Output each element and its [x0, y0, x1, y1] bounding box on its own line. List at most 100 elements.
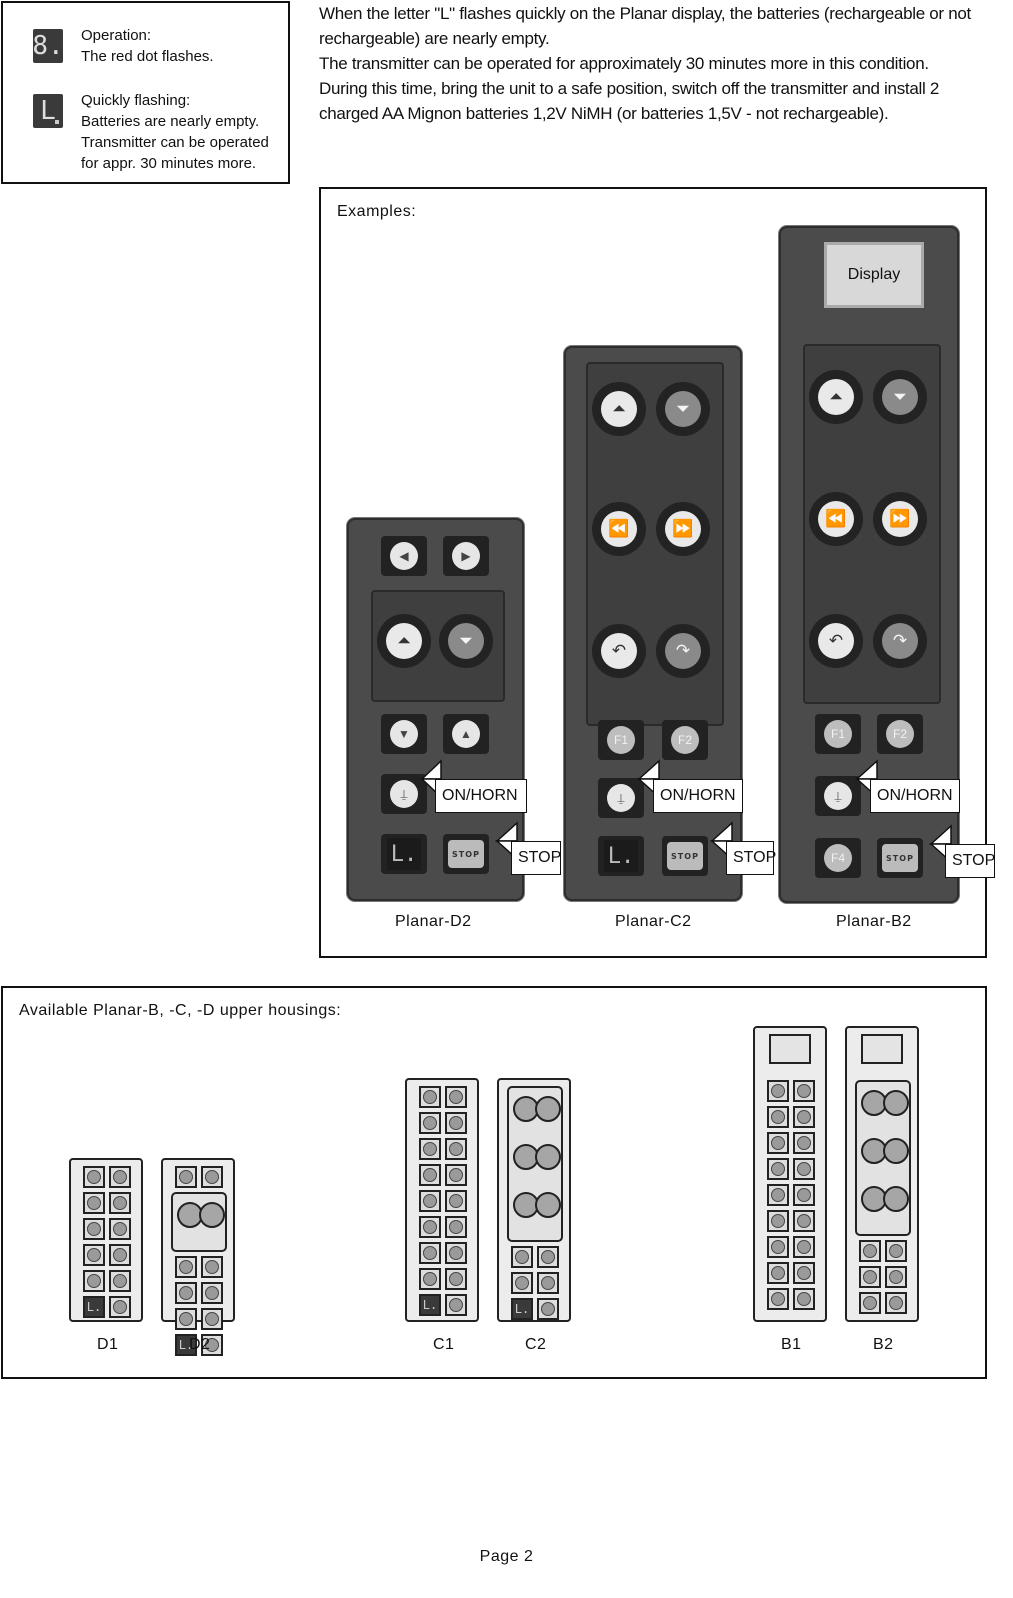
- mini-button-cap: [771, 1084, 785, 1098]
- mini-button-cap: [771, 1292, 785, 1306]
- mini-button-cap: [205, 1312, 219, 1326]
- mini-button: [83, 1244, 105, 1266]
- down-button[interactable]: ⏷: [439, 614, 493, 668]
- low-battery-icon: L: [33, 94, 63, 128]
- lcd-text: L.: [604, 840, 638, 872]
- mini-big-button: [883, 1186, 909, 1212]
- mini-button-cap: [113, 1196, 127, 1210]
- rewind-button[interactable]: ⏪: [809, 492, 863, 546]
- housing-label-c1: C1: [433, 1336, 455, 1353]
- lcd-text: L.: [387, 838, 421, 870]
- housing-b1: [753, 1026, 827, 1322]
- mini-button: [83, 1192, 105, 1214]
- mini-button-cap: [797, 1266, 811, 1280]
- f2-label: F2: [671, 726, 699, 754]
- mini-button-cap: [541, 1302, 555, 1316]
- horn-button[interactable]: ⍊: [381, 774, 427, 814]
- mini-button-cap: [179, 1286, 193, 1300]
- stop-key-label: STOP: [882, 844, 918, 872]
- mini-button-cap: [449, 1194, 463, 1208]
- f1-button[interactable]: F1: [598, 720, 644, 760]
- horn-button[interactable]: ⍊: [815, 776, 861, 816]
- f1-button[interactable]: F1: [815, 714, 861, 754]
- display-label: Display: [847, 266, 901, 283]
- mini-button-cap: [87, 1196, 101, 1210]
- mini-button-cap: [449, 1272, 463, 1286]
- mini-button: [767, 1262, 789, 1284]
- tilt-up-button[interactable]: ▲: [443, 714, 489, 754]
- on-horn-callout: ON/HORN: [870, 779, 960, 813]
- mini-button: [537, 1246, 559, 1268]
- mini-button: [109, 1270, 131, 1292]
- stop-key-label: STOP: [448, 840, 484, 868]
- mini-button: [419, 1190, 441, 1212]
- stop-button[interactable]: STOP: [662, 836, 708, 876]
- f2-button[interactable]: F2: [662, 720, 708, 760]
- mini-button: [511, 1246, 533, 1268]
- housings-frame: Available Planar-B, -C, -D upper housing…: [1, 986, 987, 1379]
- down-button[interactable]: ⏷: [873, 370, 927, 424]
- stop-button[interactable]: STOP: [443, 834, 489, 874]
- mini-button: [793, 1236, 815, 1258]
- mini-lcd: L.: [175, 1334, 197, 1356]
- mini-big-button: [861, 1090, 887, 1116]
- mini-button: [767, 1106, 789, 1128]
- mini-button: [201, 1282, 223, 1304]
- tilt-down-button[interactable]: ▼: [381, 714, 427, 754]
- mini-button: [83, 1218, 105, 1240]
- mini-button-cap: [771, 1110, 785, 1124]
- mini-button-cap: [797, 1084, 811, 1098]
- mini-button-cap: [889, 1244, 903, 1258]
- rotate-left-button[interactable]: ↶: [592, 624, 646, 678]
- mini-button-cap: [863, 1296, 877, 1310]
- rewind-button[interactable]: ⏪: [592, 502, 646, 556]
- mini-button-cap: [771, 1214, 785, 1228]
- down-button[interactable]: ⏷: [656, 382, 710, 436]
- mini-button: [175, 1282, 197, 1304]
- mini-button: [793, 1080, 815, 1102]
- on-horn-label: ON/HORN: [877, 787, 953, 804]
- up-button[interactable]: ⏶: [377, 614, 431, 668]
- low-battery-legend: Quickly flashing: Batteries are nearly e…: [81, 90, 269, 174]
- rotate-right-button[interactable]: ↷: [656, 624, 710, 678]
- mini-button: [767, 1080, 789, 1102]
- mini-button: [767, 1158, 789, 1180]
- f4-label: F4: [824, 844, 852, 872]
- mini-button-cap: [87, 1248, 101, 1262]
- mini-button-cap: [889, 1270, 903, 1284]
- mini-button-cap: [113, 1222, 127, 1236]
- rotate-left-button[interactable]: ↶: [809, 614, 863, 668]
- mini-button-cap: [449, 1298, 463, 1312]
- mini-button: [175, 1256, 197, 1278]
- mini-button-cap: [797, 1162, 811, 1176]
- mini-lcd: L.: [419, 1294, 441, 1316]
- right-button[interactable]: ▶: [443, 536, 489, 576]
- mini-button: [793, 1288, 815, 1310]
- up-button[interactable]: ⏶: [809, 370, 863, 424]
- mini-big-button: [535, 1096, 561, 1122]
- rotate-right-button[interactable]: ↷: [873, 614, 927, 668]
- on-horn-callout: ON/HORN: [653, 779, 743, 813]
- housing-c1: L.: [405, 1078, 479, 1322]
- forward-button[interactable]: ⏩: [873, 492, 927, 546]
- f2-button[interactable]: F2: [877, 714, 923, 754]
- forward-button[interactable]: ⏩: [656, 502, 710, 556]
- f1-label: F1: [607, 726, 635, 754]
- f4-button[interactable]: F4: [815, 838, 861, 878]
- left-button[interactable]: ◀: [381, 536, 427, 576]
- mini-button: [445, 1112, 467, 1134]
- horn-button[interactable]: ⍊: [598, 778, 644, 818]
- mini-button: [767, 1132, 789, 1154]
- stop-button[interactable]: STOP: [877, 838, 923, 878]
- intro-paragraph-2: The transmitter can be operated for appr…: [319, 54, 929, 73]
- mini-button: [445, 1268, 467, 1290]
- up-button[interactable]: ⏶: [592, 382, 646, 436]
- mini-button: [201, 1308, 223, 1330]
- mini-button-cap: [797, 1110, 811, 1124]
- intro-paragraph-1: When the letter "L" flashes quickly on t…: [319, 4, 971, 48]
- mini-button: [419, 1268, 441, 1290]
- housing-label-b1: B1: [781, 1336, 802, 1353]
- mini-button-cap: [771, 1266, 785, 1280]
- mini-button: [793, 1184, 815, 1206]
- f1-label: F1: [824, 720, 852, 748]
